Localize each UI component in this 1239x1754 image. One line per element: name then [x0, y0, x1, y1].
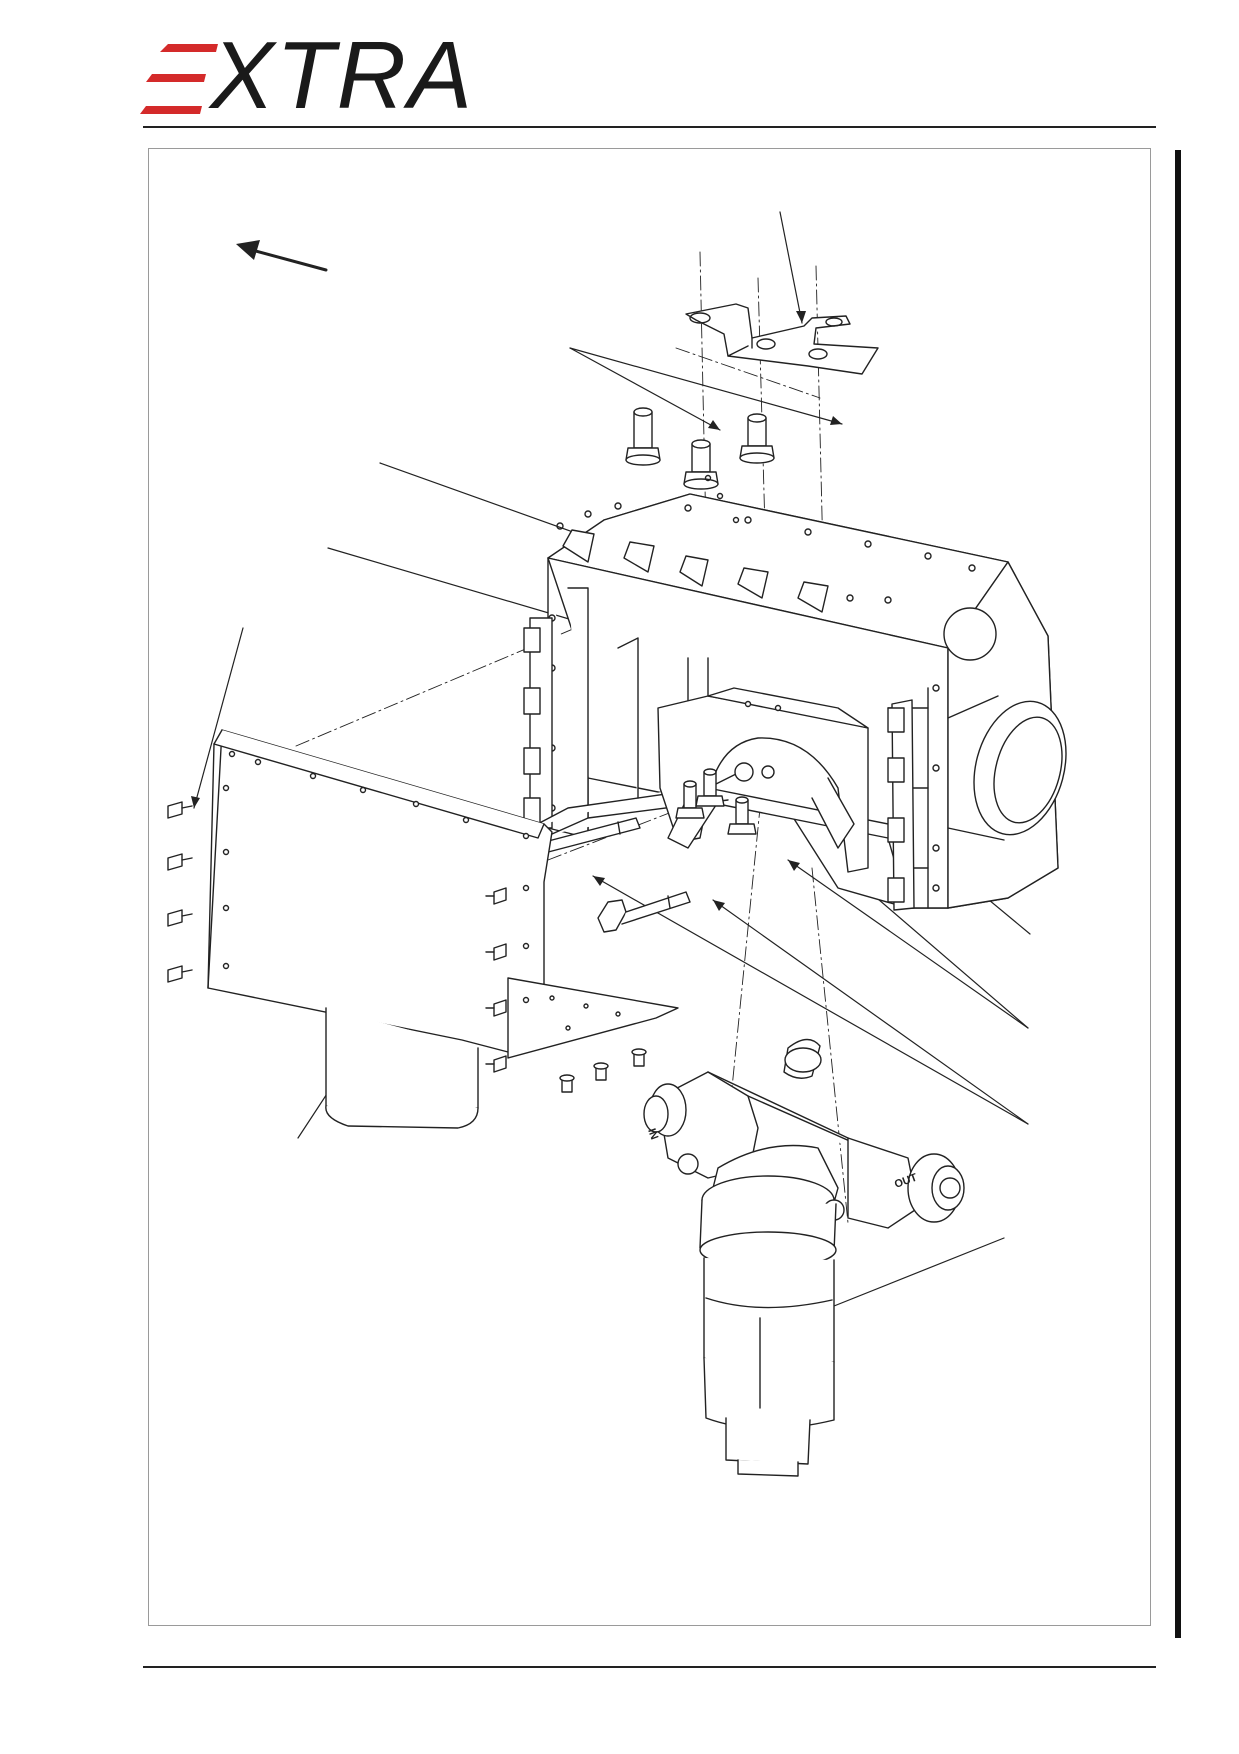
- hex-bolt-lower: [597, 891, 691, 933]
- drawing-frame: [148, 148, 1151, 1626]
- cover-plate: [207, 729, 679, 1129]
- footer-rule: [143, 1666, 1156, 1668]
- spacer-nuts: [625, 407, 775, 490]
- top-bracket: [685, 303, 879, 375]
- right-clip-strip: [887, 699, 915, 911]
- housing-rivets: [548, 474, 976, 892]
- brand-logo: [140, 30, 500, 120]
- spacer-middle: [683, 439, 719, 490]
- housing-tabs: [562, 529, 829, 613]
- margin-bar: [1175, 150, 1181, 1638]
- direction-arrow: [236, 240, 328, 272]
- header-rule: [143, 126, 1156, 128]
- cover-screws: [167, 801, 647, 1093]
- logo-e-stripes: [140, 44, 218, 114]
- spacer-right: [739, 413, 775, 464]
- logo-wordmark: XTRA: [210, 22, 475, 129]
- bracket-screws: [675, 768, 757, 835]
- inlet-label: IN: [645, 1127, 660, 1141]
- spacer-left: [625, 407, 661, 466]
- fuel-filter: IN OUT: [643, 1038, 965, 1477]
- exploded-assembly-drawing: IN OUT: [167, 211, 1067, 1477]
